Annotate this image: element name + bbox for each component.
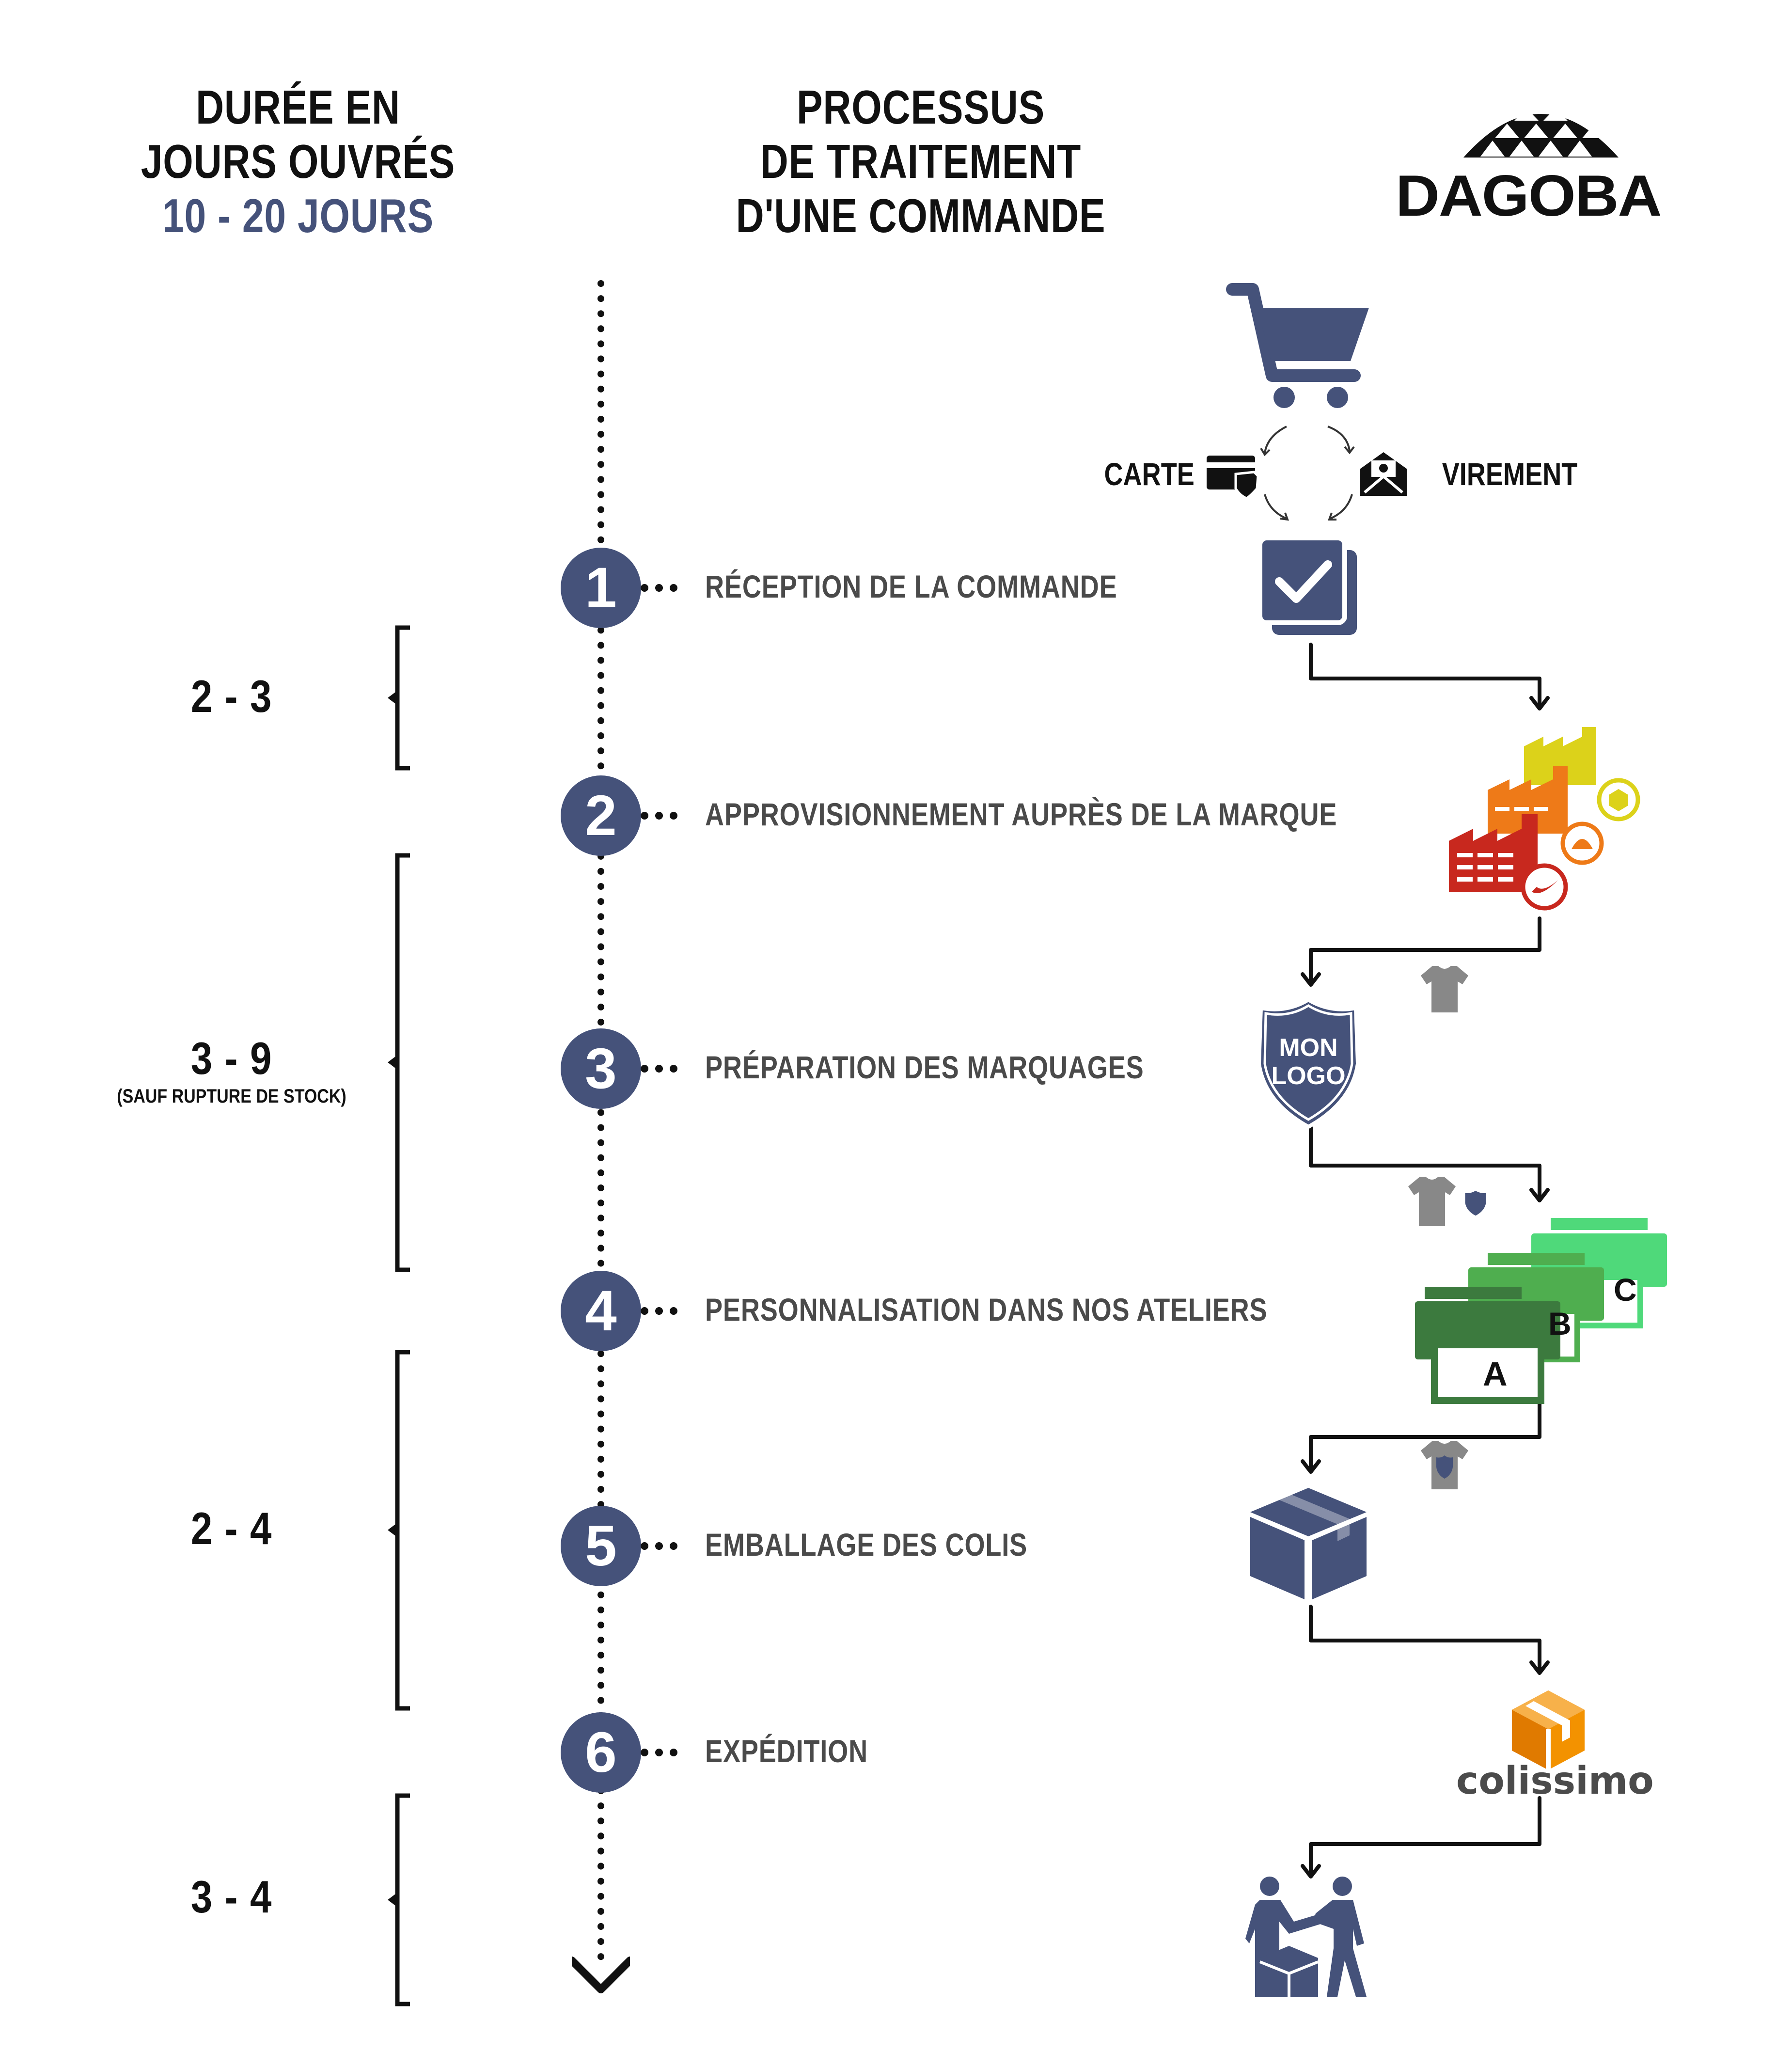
step-number-5: 5 xyxy=(561,1506,641,1586)
colissimo-logo: colissimo xyxy=(1456,1687,1654,1803)
timeline-line xyxy=(572,280,630,1993)
payment-card-label: CARTE xyxy=(1104,456,1195,492)
bank-transfer-envelope-icon xyxy=(1360,452,1407,496)
duration-range-4: 3 - 4 xyxy=(190,1871,273,1922)
workshop-label-b: B xyxy=(1548,1306,1572,1342)
step-number-1: 1 xyxy=(561,548,641,628)
step-number-4: 4 xyxy=(561,1271,641,1351)
step-connectors xyxy=(641,584,677,1756)
credit-card-shield-icon xyxy=(1207,456,1259,499)
logo-badge-icon: MON LOGO xyxy=(1250,996,1367,1132)
logo-badge-line2: LOGO xyxy=(1271,1062,1346,1090)
duration-range-1: 2 - 3 xyxy=(190,671,273,722)
step-label-2: APPROVISIONNEMENT AUPRÈS DE LA MARQUE xyxy=(705,796,1337,832)
process-title-line1: PROCESSUS xyxy=(797,80,1045,134)
step-number-3: 3 xyxy=(561,1028,641,1109)
process-title-line2: DE TRAITEMENT xyxy=(760,135,1082,188)
step-label-3: PRÉPARATION DES MARQUAGES xyxy=(705,1049,1144,1085)
shopping-cart-icon xyxy=(1226,283,1369,408)
personalized-tshirt-icon xyxy=(1421,1441,1468,1489)
process-title-line3: D'UNE COMMANDE xyxy=(736,189,1106,242)
step-number-6: 6 xyxy=(561,1712,641,1793)
flow-arrows xyxy=(1301,643,1550,1878)
payment-arrows xyxy=(1260,426,1355,521)
workshops-icon: C B A xyxy=(1415,1214,1667,1408)
duration-range-2: 3 - 9 xyxy=(190,1033,273,1084)
workshop-label-c: C xyxy=(1614,1272,1637,1308)
duration-title-line1: DURÉE EN xyxy=(196,80,400,134)
timeline-arrow-icon xyxy=(572,1957,630,1993)
tshirt-icon xyxy=(1421,966,1468,1012)
order-confirmed-checkbox-icon xyxy=(1258,536,1357,635)
step-label-1: RÉCEPTION DE LA COMMANDE xyxy=(705,568,1117,604)
colissimo-cube-icon xyxy=(1512,1690,1585,1770)
geodesic-dome-icon xyxy=(1463,96,1619,158)
logo-badge-line1: MON xyxy=(1279,1034,1338,1062)
step-number-2: 2 xyxy=(561,775,641,856)
step-label-6: EXPÉDITION xyxy=(705,1733,868,1769)
process-header: PROCESSUS DE TRAITEMENT D'UNE COMMANDE xyxy=(724,80,1117,243)
step-label-4: PERSONNALISATION DANS NOS ATELIERS xyxy=(705,1292,1268,1327)
duration-title-line2: JOURS OUVRÉS xyxy=(141,135,456,188)
duration-brackets xyxy=(388,625,410,2006)
carrier-name: colissimo xyxy=(1456,1759,1654,1803)
dagoba-logo: DAGOBA xyxy=(1396,90,1686,235)
brand-name: DAGOBA xyxy=(1396,163,1662,228)
duration-total: 10 - 20 JOURS xyxy=(162,189,434,242)
workshop-label-a: A xyxy=(1483,1355,1508,1393)
package-box-icon xyxy=(1250,1488,1367,1599)
payment-transfer-label: VIREMENT xyxy=(1442,456,1578,492)
step-label-5: EMBALLAGE DES COLIS xyxy=(705,1527,1028,1563)
brand-factories-icon xyxy=(1449,727,1640,911)
duration-header: DURÉE EN JOURS OUVRÉS 10 - 20 JOURS xyxy=(139,80,457,243)
duration-note-2: (SAUF RUPTURE DE STOCK) xyxy=(117,1086,346,1107)
tshirt-with-logo-icon xyxy=(1408,1177,1488,1226)
duration-range-3: 2 - 4 xyxy=(190,1503,273,1554)
delivery-handover-icon xyxy=(1245,1877,1367,1997)
